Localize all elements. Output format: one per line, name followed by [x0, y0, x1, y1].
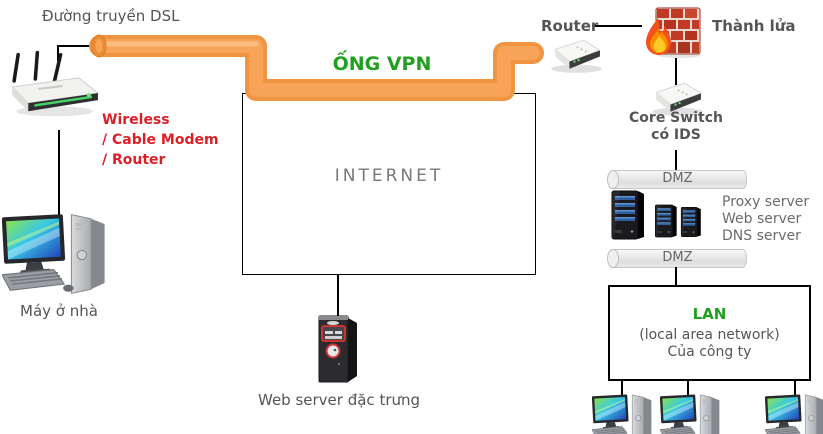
router-device-icon	[547, 37, 604, 74]
modem-label-line1: Wireless	[102, 112, 170, 128]
firewall-label: Thành lửa	[712, 17, 796, 35]
home-computer-icon	[2, 206, 116, 300]
lan-computer-icon-3	[765, 390, 823, 434]
core-switch-label: Core Switch có IDS	[616, 110, 736, 144]
dsl-line-label: Đường truyền DSL	[42, 7, 180, 25]
dmz-bar-top: DMZ	[607, 170, 747, 189]
lan-subtitle: (local area network)	[639, 327, 780, 343]
lan-computer-icon-1	[592, 390, 658, 434]
modem-label-line3: / Router	[102, 152, 166, 168]
modem-label: Wireless / Cable Modem / Router	[102, 110, 219, 170]
router-label: Router	[541, 17, 599, 35]
vpn-tunnel-label: ỐNG VPN	[332, 53, 432, 75]
server-list-label: Proxy server Web server DNS server	[722, 194, 809, 245]
server-list-item-3: DNS server	[722, 228, 801, 244]
lan-box: LAN (local area network) Của công ty	[608, 285, 811, 381]
server-list-item-2: Web server	[722, 211, 802, 227]
web-server-label: Web server đặc trưng	[258, 391, 421, 409]
lan-owner: Của công ty	[667, 344, 752, 360]
server-list-item-1: Proxy server	[722, 194, 810, 210]
dmz-bar-bottom: DMZ	[607, 249, 747, 268]
core-switch-label-line2: có IDS	[651, 127, 701, 143]
internet-label: INTERNET	[334, 166, 444, 186]
modem-label-line2: / Cable Modem	[102, 132, 219, 148]
vpn-tunnel-pipe	[89, 34, 544, 101]
dmz-top-label: DMZ	[662, 171, 693, 186]
dmz-bottom-label: DMZ	[662, 250, 693, 265]
core-switch-label-line1: Core Switch	[629, 110, 723, 126]
web-server-icon	[318, 315, 357, 383]
home-pc-label: Máy ở nhà	[20, 302, 98, 320]
firewall-icon	[646, 7, 701, 58]
internet-box: INTERNET	[242, 93, 536, 275]
lan-computer-icon-2	[660, 390, 726, 434]
server-group-icon	[611, 190, 702, 240]
wireless-router-icon	[11, 50, 100, 117]
lan-title: LAN	[692, 305, 727, 323]
